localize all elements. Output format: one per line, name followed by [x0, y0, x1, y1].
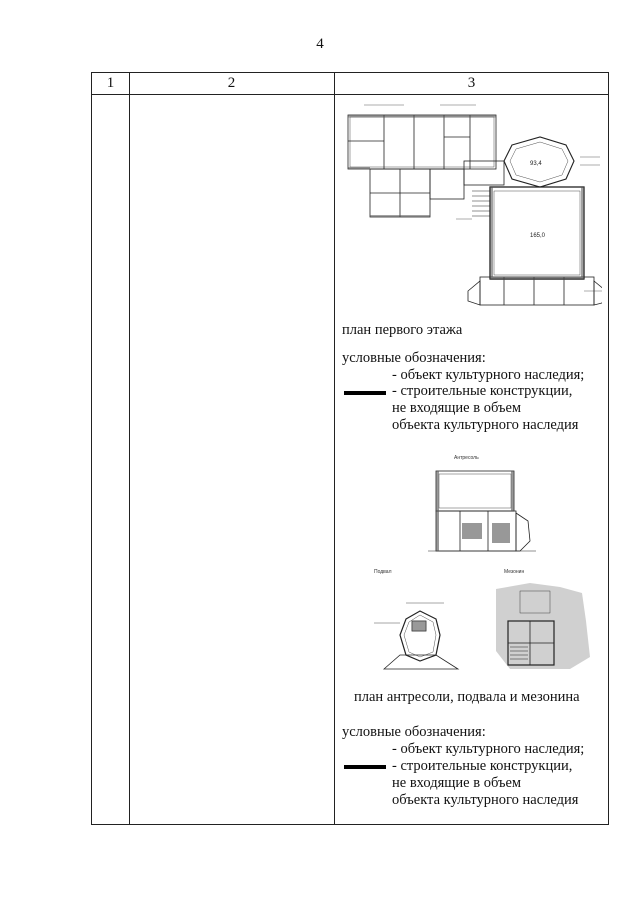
page-number: 4 [316, 36, 324, 52]
mezzanine-title: Мезонин [504, 569, 524, 575]
column-divider-1 [129, 73, 130, 824]
basement-plan-drawing: Подвал [374, 569, 460, 670]
hall-area-label: 165,0 [530, 233, 546, 239]
legend-2-heritage: - объект культурного наследия; [392, 741, 585, 757]
mezzanine-plan-drawing: Мезонин [496, 569, 590, 669]
antresol-title: Антресоль [454, 455, 479, 461]
legend-2-structures-line-3: объекта культурного наследия [392, 792, 579, 808]
octagon-area-label: 93,4 [530, 161, 542, 167]
first-floor-caption: план первого этажа [342, 322, 463, 338]
second-group-caption: план антресоли, подвала и мезонина [354, 689, 580, 705]
legend-1-structures-line-2: не входящие в объем [392, 400, 522, 416]
first-floor-plan-drawing: 165,0 93,4 [347, 104, 602, 306]
basement-title: Подвал [374, 569, 392, 575]
legend-1-structures-line-1: - строительные конструкции, [392, 383, 573, 399]
column-divider-2 [334, 73, 335, 824]
column-header-2: 2 [227, 75, 236, 91]
column-header-3: 3 [467, 75, 476, 91]
legend-1-heritage: - объект культурного наследия; [392, 367, 585, 383]
column-header-1: 1 [106, 75, 115, 91]
table-header-divider [92, 94, 608, 95]
legend-2-structures-line-2: не входящие в объем [392, 775, 522, 791]
antresol-plan-drawing: Антресоль [428, 455, 536, 552]
legend-2-structures-line-1: - строительные конструкции, [392, 758, 573, 774]
legend-2-title: условные обозначения: [342, 724, 486, 740]
legend-1-title: условные обозначения: [342, 350, 486, 366]
legend-2-structure-swatch [344, 765, 386, 769]
legend-1-structure-swatch [344, 391, 386, 395]
legend-1-structures-line-3: объекта культурного наследия [392, 417, 579, 433]
document-table: 1 2 3 [91, 72, 609, 825]
